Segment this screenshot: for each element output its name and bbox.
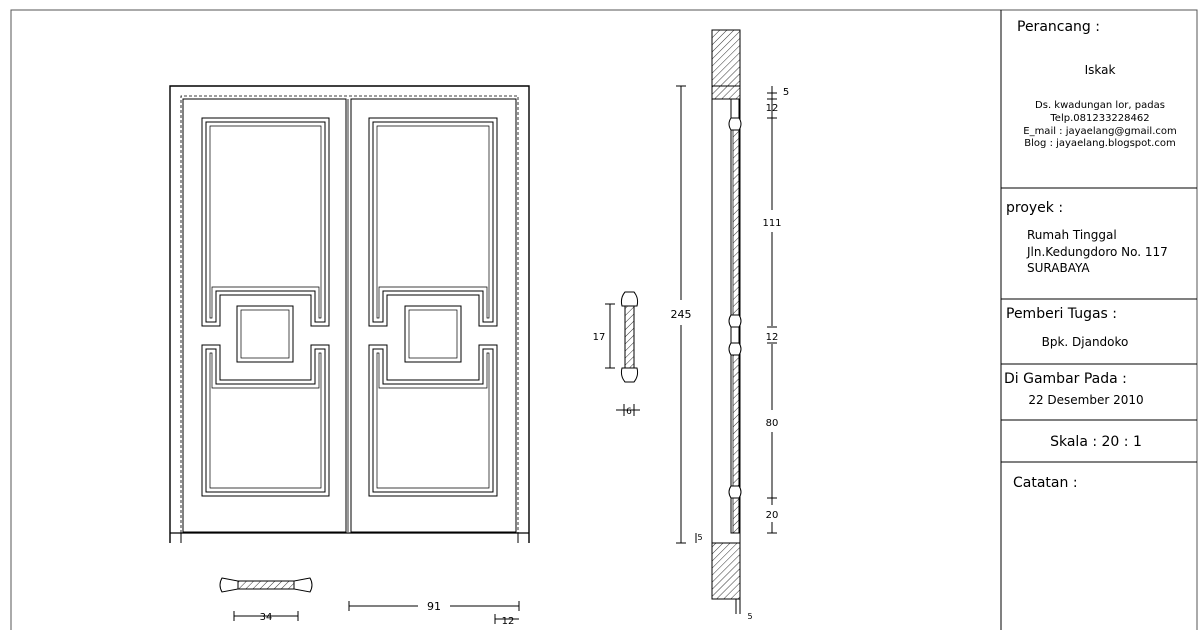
- left-leaf-panels: [201, 117, 330, 497]
- scale-text: Skala : 20 : 1: [1050, 434, 1142, 450]
- project-line-1: Rumah Tinggal: [1027, 228, 1117, 242]
- dim-rail-section-width: 34: [260, 612, 273, 623]
- designer-name: Iskak: [1085, 63, 1116, 77]
- notes-label: Catatan :: [1013, 475, 1078, 491]
- designer-email: E_mail : jayaelang@gmail.com: [1023, 126, 1176, 137]
- dim-sill-gap: 5: [697, 533, 702, 542]
- door-cross-section: [711, 29, 742, 614]
- dim-top-gap: 5: [783, 87, 789, 98]
- door-elevation: [169, 85, 530, 543]
- frame-reveal-dashed: [180, 95, 519, 533]
- designer-phone: Telp.081233228462: [1049, 113, 1149, 124]
- dim-upper-panel: 111: [762, 218, 781, 229]
- door-leaf-left: [182, 98, 347, 533]
- dim-stile-thickness: 6: [626, 407, 632, 417]
- drawn-date: 22 Desember 2010: [1028, 393, 1143, 407]
- dim-door-height: 245: [671, 308, 692, 321]
- project-label: proyek :: [1006, 200, 1063, 216]
- designer-label: Perancang :: [1017, 19, 1100, 35]
- dim-bottom-rail: 20: [766, 510, 779, 521]
- title-block: [1000, 10, 1197, 630]
- designer-blog: Blog : jayaelang.blogspot.com: [1024, 138, 1175, 149]
- dim-top-rail: 12: [766, 103, 779, 114]
- dim-line-door-height: [676, 85, 697, 544]
- dim-leaf-width: 91: [427, 600, 441, 613]
- drawn-date-label: Di Gambar Pada :: [1004, 371, 1127, 387]
- door-frame-outline: [169, 85, 530, 543]
- designer-address: Ds. kwadungan lor, padas: [1035, 100, 1165, 111]
- dim-mid-rail: 12: [766, 332, 779, 343]
- client-label: Pemberi Tugas :: [1006, 306, 1117, 322]
- stile-section-detail: [605, 291, 640, 416]
- dim-frame-width: 12: [502, 616, 515, 627]
- right-leaf-panels: [368, 117, 498, 497]
- project-line-2: Jln.Kedungdoro No. 117: [1026, 245, 1168, 259]
- rail-section-detail: [219, 577, 313, 621]
- dim-chain-vertical: [767, 86, 777, 534]
- door-leaf-right: [350, 98, 517, 533]
- dim-line-leaf-width: [348, 601, 520, 624]
- sheet-border: [10, 9, 1198, 630]
- dim-lower-panel: 80: [766, 418, 779, 429]
- dim-bottom-gap: 5: [747, 612, 752, 621]
- project-line-3: SURABAYA: [1027, 261, 1090, 275]
- client-name: Bpk. Djandoko: [1042, 335, 1129, 349]
- dim-stile-height: 17: [593, 332, 606, 343]
